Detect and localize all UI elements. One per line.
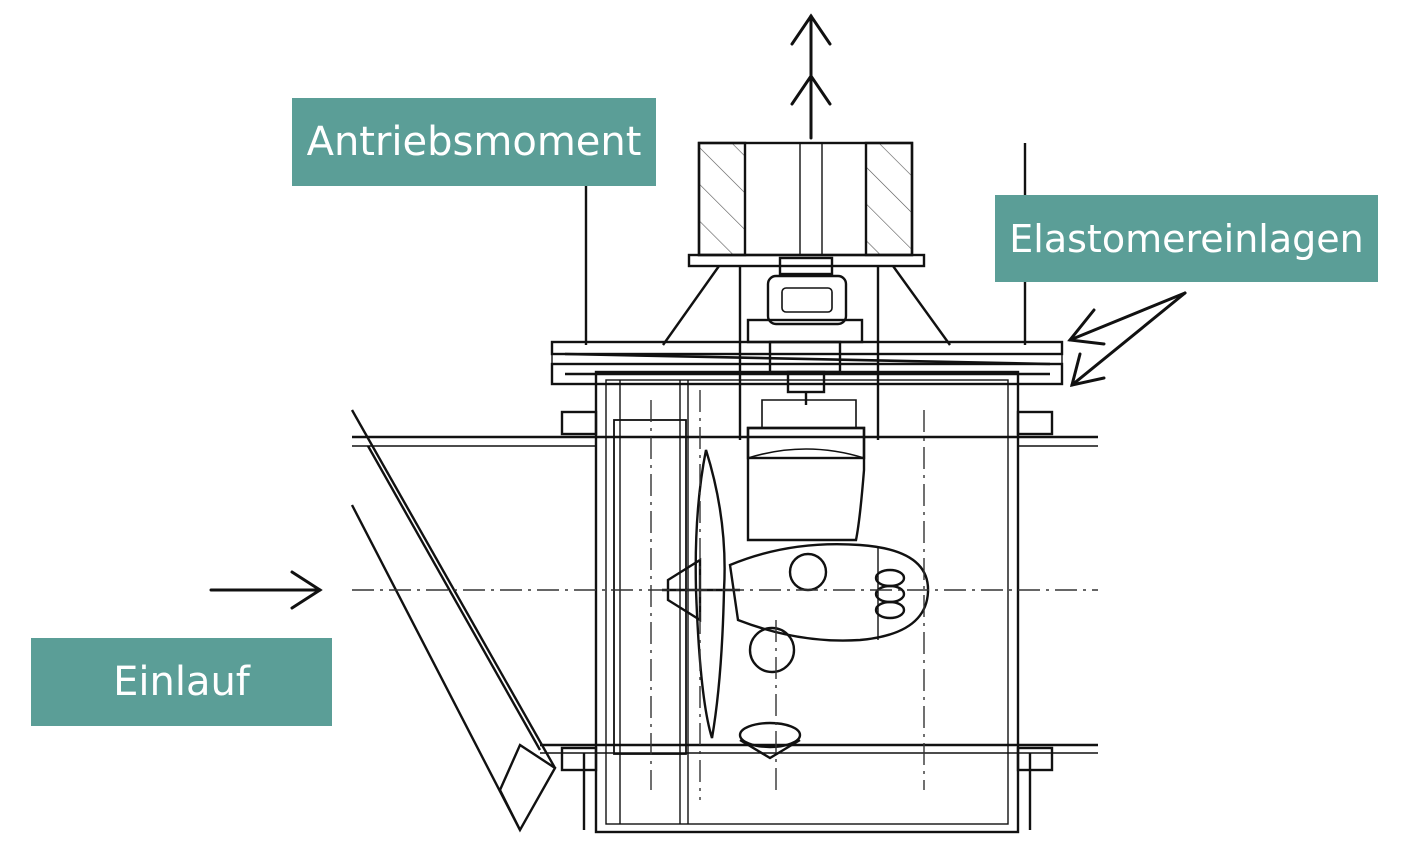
centerlines [352,390,1098,800]
drawing-lines [350,141,1098,834]
arrow-left-icon [1067,291,1187,387]
inlet-label: Einlauf [31,638,332,726]
double-arrow-up-icon [790,13,832,140]
elastomer-inserts-label: Elastomereinlagen [995,195,1378,282]
arrow-right-icon [209,570,323,610]
drive-torque-label: Antriebsmoment [292,98,656,186]
